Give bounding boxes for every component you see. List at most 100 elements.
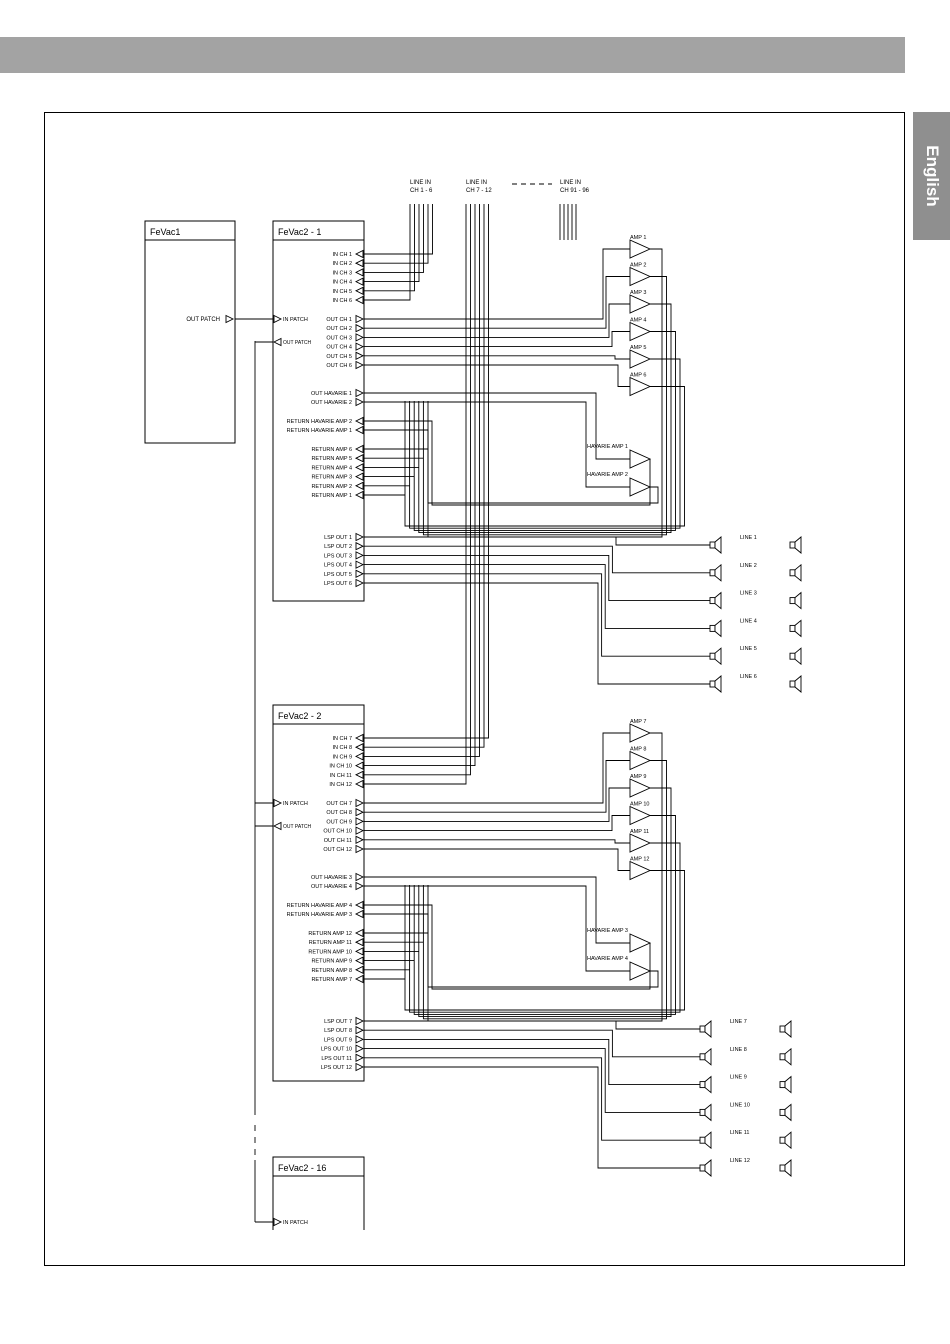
fevac2-2-havarie-amp-label: HAVARIE AMP 4 (587, 956, 628, 962)
fevac2-1-lsp-out-label: LPS OUT 6 (324, 581, 352, 587)
fevac2-2-out-ch-label: OUT CH 7 (326, 801, 352, 807)
fevac2-1-line-label: LINE 3 (740, 591, 757, 597)
fevac2-1-speaker-icon (709, 597, 716, 605)
fevac2-1-out-ch-wire (363, 355, 630, 360)
fevac2-1-lsp-out-wire (363, 573, 710, 657)
fevac2-1-lsp-out-port (355, 532, 365, 542)
fevac2-2-out-ch-wire (363, 815, 630, 832)
fevac2-2-lsp-out-port (355, 1035, 365, 1044)
fevac2-2-speaker-icon (779, 1025, 786, 1033)
fevac2-1-lsp-out-port (355, 569, 365, 579)
fevac2-1-amp-label: AMP 4 (630, 318, 646, 324)
diagram-frame (44, 112, 905, 1266)
fevac2-2-lsp-out-label: LPS OUT 12 (321, 1065, 352, 1071)
fevac2-1-lsp-out-port (355, 541, 365, 551)
fevac2-2-in-ch-label: IN CH 12 (329, 782, 352, 788)
fevac2-1-in-ch-port (354, 295, 364, 305)
fevac2-2-amp-symbol (629, 723, 652, 743)
fevac2-2-out-ch-label: OUT CH 12 (323, 847, 352, 853)
fevac2-2-return-amp-port (354, 956, 364, 965)
fevac2-1-line-label: LINE 6 (740, 674, 757, 680)
fevac2-1-lsp-out-port (355, 578, 365, 588)
line-in-group-2-label: LINE IN (466, 180, 487, 186)
fevac2-2-lsp-out-wire (363, 1038, 700, 1086)
fevac2-1-in-ch-port (354, 286, 364, 296)
fevac2-1-speaker-icon (789, 541, 796, 549)
fevac2-1-return-amp-port (354, 472, 364, 481)
fevac2-2-lsp-out-port (355, 1062, 365, 1072)
fevac2-2-speaker-icon (704, 1103, 712, 1122)
fevac2-2-return-amp-label: RETURN AMP 9 (311, 959, 352, 965)
fevac2-1-in-patch-arrow (273, 314, 283, 324)
language-tab[interactable]: English (913, 112, 950, 240)
fevac2-1-speaker-icon (794, 591, 802, 610)
fevac2-2-lsp-out-wire (363, 1020, 700, 1030)
fevac2-2-amp-label: AMP 12 (630, 857, 649, 863)
fevac2-1-out-ch-label: OUT CH 4 (326, 345, 352, 351)
fevac2-1-lsp-out-wire (363, 536, 710, 546)
fevac2-2-out-ch-wire (363, 839, 630, 844)
fevac2-1-in-ch-port (354, 249, 364, 259)
fevac2-2-speaker-icon (779, 1136, 786, 1144)
fevac2-1-return-wire (413, 331, 676, 531)
fevac2-2-out-ch-wire (363, 787, 630, 822)
fevac2-1-out-ch-port (355, 342, 365, 351)
fevac2-1-amp-label: AMP 3 (630, 290, 646, 296)
fevac2-2-line-in-wire (363, 204, 489, 739)
fevac2-16-box (272, 1156, 365, 1230)
fevac2-1-return-havarie-label: RETURN HAVARIE AMP 1 (287, 428, 352, 434)
fevac2-2-speaker-icon (779, 1108, 786, 1116)
fevac2-2-speaker-icon (784, 1103, 792, 1122)
fevac2-1-speaker-icon (709, 541, 716, 549)
fevac2-1-lsp-out-wire (363, 582, 710, 685)
fevac2-1-in-ch-port (354, 268, 364, 277)
fevac2-2-line-label: LINE 12 (730, 1158, 750, 1164)
fevac2-1-speaker-icon (789, 680, 796, 688)
fevac2-2-return-havarie-wire (363, 904, 651, 990)
fevac1-out-patch-arrow (225, 314, 235, 324)
fevac2-2-line-label: LINE 9 (730, 1075, 747, 1081)
fevac2-2-in-ch-port (354, 733, 364, 743)
fevac2-1-return-amp-port (354, 481, 364, 491)
fevac2-1-out-ch-port (355, 351, 365, 361)
fevac2-2-havarie-amp-label: HAVARIE AMP 3 (587, 928, 628, 934)
fevac2-2-line-in-wire (363, 204, 467, 785)
fevac2-2-amp-symbol (629, 860, 652, 881)
line-in-group-1-label: LINE IN (410, 180, 431, 186)
fevac2-1-havarie-amp-label: HAVARIE AMP 2 (587, 472, 628, 478)
fevac2-2-in-ch-label: IN CH 7 (332, 736, 352, 742)
fevac2-1-speaker-icon (789, 597, 796, 605)
fevac2-1-amp-label: AMP 1 (630, 235, 646, 241)
fevac2-1-return-amp-port (354, 453, 364, 463)
fevac2-1-line-label: LINE 1 (740, 535, 757, 541)
fevac2-2-in-patch-label: IN PATCH (283, 801, 308, 807)
fevac2-2-line-in-wire (363, 204, 485, 748)
fevac2-2-amp-symbol (629, 750, 652, 771)
fevac2-1-amp-label: AMP 6 (630, 373, 646, 379)
fevac2-2-out-havarie-label: OUT HAVARIE 3 (311, 875, 352, 881)
fevac2-1-return-wire (418, 303, 672, 534)
fevac2-1-speaker-icon (714, 536, 722, 554)
fevac2-1-amp-symbol (629, 376, 652, 397)
fevac2-1-speaker-icon (709, 680, 716, 688)
fevac2-1-speaker-icon (794, 536, 802, 554)
fevac2-1-amp-symbol (629, 321, 652, 342)
fevac2-1-havarie-amp-symbol (629, 477, 652, 497)
fevac2-1-in-patch-label: IN PATCH (283, 317, 308, 323)
fevac2-1-out-ch-label: OUT CH 2 (326, 326, 352, 332)
fevac2-2-return-amp-label: RETURN AMP 11 (309, 940, 352, 946)
fevac2-1-return-amp-label: RETURN AMP 6 (311, 447, 352, 453)
fevac2-2-line-in-wire (363, 204, 471, 776)
fevac1-out-patch-label: OUT PATCH (186, 317, 220, 323)
fevac2-1-box-title: FeVac2 - 1 (278, 227, 321, 237)
fevac2-2-return-wire (404, 870, 685, 1011)
fevac2-2-havarie-amp-symbol (629, 961, 652, 981)
fevac2-2-in-ch-port (354, 752, 364, 761)
fevac2-1-out-patch-arrow (272, 337, 282, 347)
fevac2-2-out-ch-port (355, 798, 365, 808)
fevac2-2-return-amp-port (354, 928, 364, 938)
fevac2-2-return-amp-label: RETURN AMP 12 (308, 931, 352, 937)
fevac2-2-speaker-icon (699, 1164, 706, 1172)
fevac2-2-speaker-icon (704, 1131, 712, 1150)
line-in-group-3-label: CH 91 - 96 (560, 188, 590, 194)
